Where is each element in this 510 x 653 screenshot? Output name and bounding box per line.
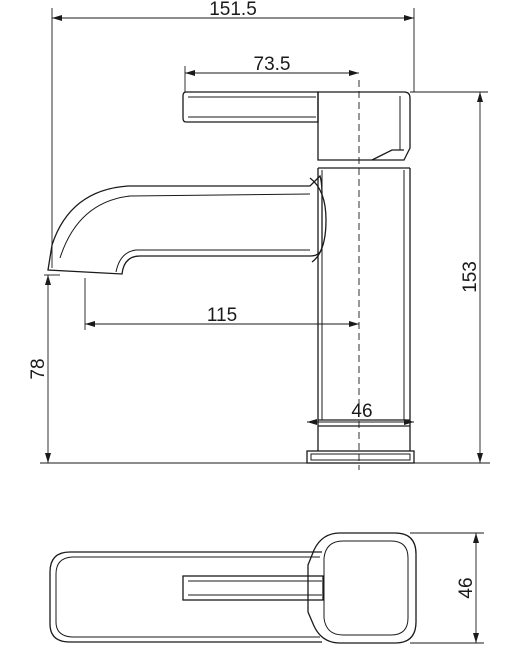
faucet-body (317, 167, 411, 451)
dimension-label: 46 (456, 577, 477, 598)
top-view: 46 (49, 532, 484, 644)
cartridge-cap (317, 91, 411, 161)
base-plate (306, 450, 415, 464)
dimension-label: 115 (207, 305, 237, 326)
dimension-label: 151.5 (209, 0, 257, 20)
dimension-base-diameter: 46 (307, 401, 414, 425)
lever-slot (182, 575, 324, 601)
dimension-label: 78 (28, 358, 49, 379)
dimension-label: 153 (460, 261, 481, 293)
dimension-lever-length: 73.5 (184, 54, 359, 92)
side-view: 151.5 73.5 115 78 (28, 0, 490, 470)
spout-top-outline (49, 551, 322, 643)
dimension-spout-height: 78 (28, 274, 60, 463)
dimension-spout-reach: 115 (84, 278, 359, 330)
lever-handle (182, 91, 319, 123)
dimension-overall-height: 153 (410, 91, 488, 463)
dimension-label: 46 (351, 401, 372, 422)
spout (47, 174, 327, 275)
dimension-overall-width: 151.5 (51, 0, 415, 268)
dimension-label: 73.5 (254, 54, 291, 75)
dimension-body-depth: 46 (410, 532, 484, 644)
cartridge-top-outline (323, 540, 409, 636)
body-top-outline (307, 532, 417, 644)
